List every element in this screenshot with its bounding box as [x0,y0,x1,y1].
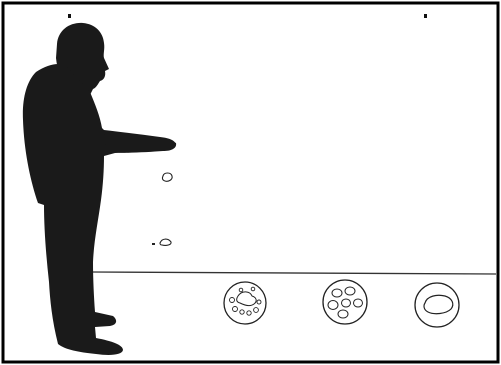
circle-1-large-particle [237,292,256,306]
pebble-2 [160,239,171,245]
arm-shape [104,130,176,150]
pebble-1 [162,173,172,181]
circle-1-grain [254,308,259,313]
single-stone-circle-icon [415,283,459,327]
circle-2-pebble [342,299,351,307]
circle-1-grain [230,298,235,303]
mixed-particles-circle-icon [224,282,266,324]
circle-2-pebble [328,301,338,310]
circle-1-grain [257,300,261,304]
top-right-mark [424,14,427,18]
circle-2-pebble [345,287,355,295]
body-shape [23,64,176,355]
circle-1-grain [240,310,244,314]
falling-pebble-icon [162,173,172,181]
circle-1-grain [251,287,255,291]
person-silhouette-icon [23,23,176,355]
pebbles-circle-icon [323,280,367,324]
circle-3-stone [424,295,453,313]
pebble-2-dust [152,243,155,245]
circle-1-grain [239,288,243,292]
circle-1-grain [247,311,251,315]
circle-2-pebble [354,299,363,307]
circle-1-outline [224,282,266,324]
top-left-mark [68,14,71,18]
ground-line [92,272,496,274]
circle-2-pebble [338,310,348,318]
circle-2-pebble [332,289,342,297]
circle-1-grain [233,307,238,312]
falling-pebble-icon [152,239,171,245]
